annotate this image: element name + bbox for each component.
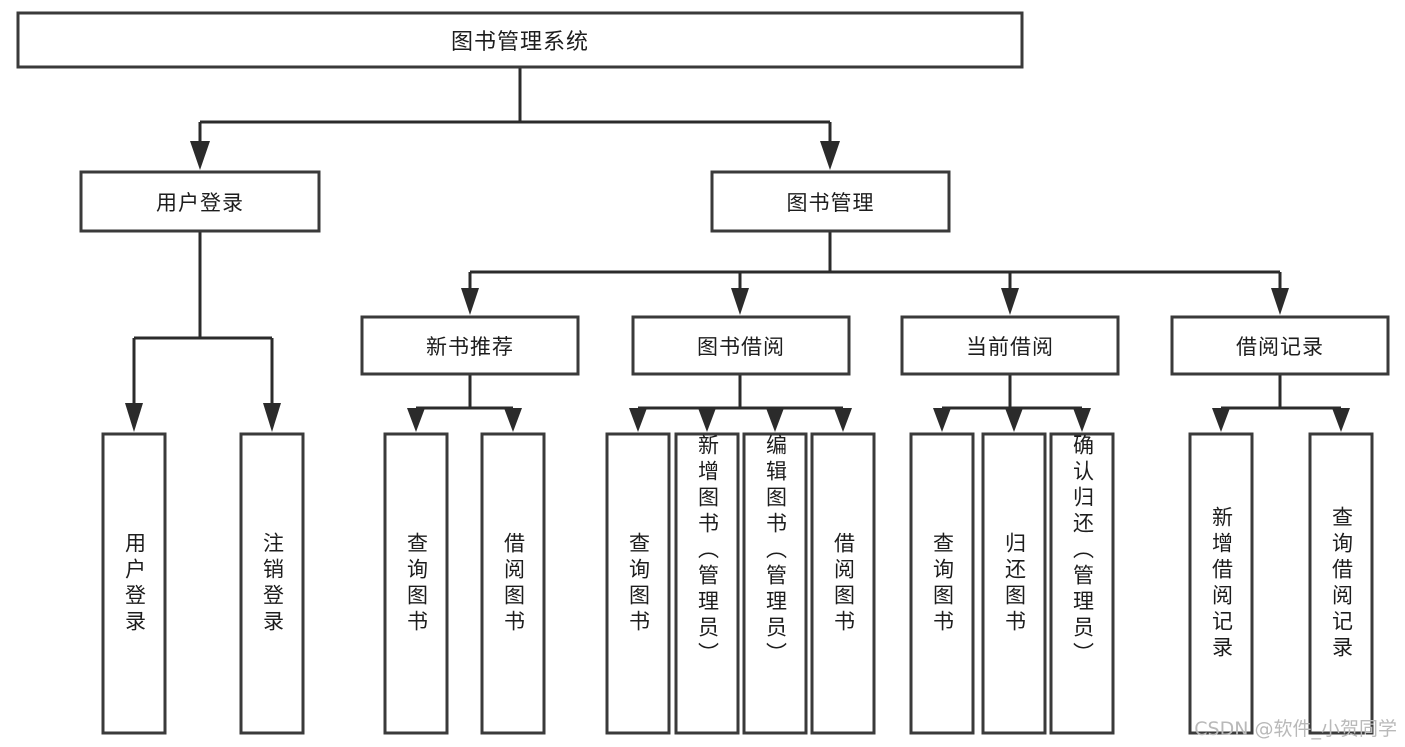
- node-box-root[interactable]: [16, 11, 1024, 69]
- node-box-leaf-user-login[interactable]: [101, 432, 167, 735]
- arrow-head-user-login: [190, 141, 210, 170]
- arrow-head-current: [1001, 288, 1019, 315]
- arrow-head-cur-leaf-2: [1005, 408, 1023, 432]
- arrow-head-bw-leaf-2: [698, 408, 716, 432]
- node-box-book-borrow[interactable]: [631, 315, 851, 376]
- node-box-borrow-record[interactable]: [1170, 315, 1390, 376]
- node-box-leaf-query-book-1[interactable]: [383, 432, 449, 735]
- arrow-head-leaf-userlogin: [125, 403, 143, 432]
- connector-group-record-to-leaves: [1212, 374, 1350, 432]
- node-box-leaf-return-book[interactable]: [981, 432, 1047, 735]
- node-box-leaf-logout[interactable]: [239, 432, 305, 735]
- node-box-book-manage[interactable]: [710, 170, 951, 233]
- node-box-leaf-add-book[interactable]: [674, 432, 740, 735]
- node-box-leaf-confirm-return[interactable]: [1049, 432, 1115, 735]
- connector-group-newbook-to-leaves: [407, 374, 522, 432]
- arrow-head-rec-leaf-2: [1332, 408, 1350, 432]
- connector-group-current-to-leaves: [933, 374, 1091, 432]
- arrow-head-cur-leaf-3: [1073, 408, 1091, 432]
- node-box-current-borrow[interactable]: [900, 315, 1120, 376]
- arrow-head-nb-leaf-2: [504, 408, 522, 432]
- node-box-new-book-recommend[interactable]: [360, 315, 580, 376]
- arrow-head-newbook: [461, 288, 479, 315]
- arrow-head-rec-leaf-1: [1212, 408, 1230, 432]
- arrow-head-bw-leaf-1: [629, 408, 647, 432]
- node-box-leaf-query-record[interactable]: [1308, 432, 1374, 735]
- arrow-head-bw-leaf-4: [834, 408, 852, 432]
- arrow-head-cur-leaf-1: [933, 408, 951, 432]
- arrow-head-book-manage: [820, 141, 840, 170]
- connector-group-bookmanage-to-level3: [461, 231, 1289, 315]
- node-box-leaf-add-record[interactable]: [1188, 432, 1254, 735]
- node-box-user-login[interactable]: [79, 170, 321, 233]
- node-box-leaf-query-book-3[interactable]: [909, 432, 975, 735]
- node-box-leaf-borrow-book-1[interactable]: [480, 432, 546, 735]
- connector-group-borrow-to-leaves: [629, 374, 852, 432]
- arrow-head-borrow: [731, 288, 749, 315]
- node-box-leaf-edit-book[interactable]: [742, 432, 808, 735]
- arrow-head-record: [1271, 288, 1289, 315]
- node-box-leaf-borrow-book-2[interactable]: [810, 432, 876, 735]
- node-box-leaf-query-book-2[interactable]: [605, 432, 671, 735]
- arrow-head-bw-leaf-3: [766, 408, 784, 432]
- connector-group-userlogin-to-leaves: [125, 231, 281, 432]
- connector-group-root-to-level2: [190, 67, 840, 170]
- arrow-head-nb-leaf-1: [407, 408, 425, 432]
- arrow-head-leaf-logout: [263, 403, 281, 432]
